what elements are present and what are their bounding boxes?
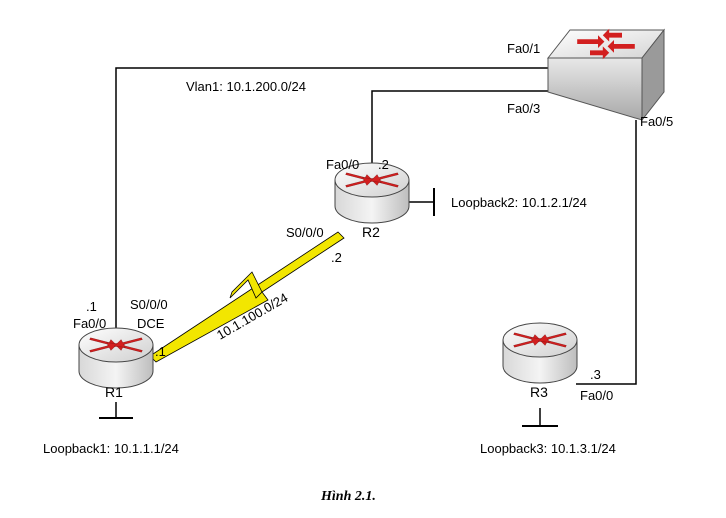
r3-fa00-label: Fa0/0 (580, 388, 613, 403)
link-r2-switch (371, 90, 556, 172)
r1-name: R1 (105, 384, 123, 400)
loopback1-label: Loopback1: 10.1.1.1/24 (43, 441, 179, 456)
vlan1-label: Vlan1: 10.1.200.0/24 (186, 79, 306, 94)
r1-s000-label: S0/0/0 (130, 297, 168, 312)
router-arrows-icon (89, 337, 143, 353)
r1-fa-host-label: .1 (86, 299, 97, 314)
router-r2[interactable] (334, 162, 410, 224)
switch-side (641, 28, 665, 122)
loopback2-label: Loopback2: 10.1.2.1/24 (451, 195, 587, 210)
switch-arrows-icon (577, 28, 635, 60)
figure-caption: Hình 2.1. (320, 489, 376, 504)
r1-serial-host-label: .1 (155, 344, 166, 359)
r2-fa00-label: Fa0/0 (326, 157, 359, 172)
router-arrows-icon (345, 172, 399, 188)
r1-fa00-label: Fa0/0 (73, 316, 106, 331)
r2-serial-host-label: .2 (331, 250, 342, 265)
switch[interactable] (546, 28, 666, 122)
r2-s000-label: S0/0/0 (286, 225, 324, 240)
links (99, 67, 637, 427)
r1-dce-label: DCE (137, 316, 165, 331)
switch-fa01-label: Fa0/1 (507, 41, 540, 56)
serial-link-bolt (149, 231, 345, 363)
serial-link-zigzag (229, 271, 263, 299)
router-r3[interactable] (502, 322, 578, 384)
switch-fa03-label: Fa0/3 (507, 101, 540, 116)
link-r3-switch (576, 120, 637, 385)
router-r1[interactable] (78, 327, 154, 389)
loopback3-label: Loopback3: 10.1.3.1/24 (480, 441, 616, 456)
r2-name: R2 (362, 224, 380, 240)
link-r1-switch (115, 67, 548, 345)
r2-fa00-host-label: .2 (378, 157, 389, 172)
switch-front (547, 57, 643, 121)
r3-name: R3 (530, 384, 548, 400)
r3-host-label: .3 (590, 367, 601, 382)
switch-fa05-label: Fa0/5 (640, 114, 673, 129)
router-arrows-icon (513, 332, 567, 348)
